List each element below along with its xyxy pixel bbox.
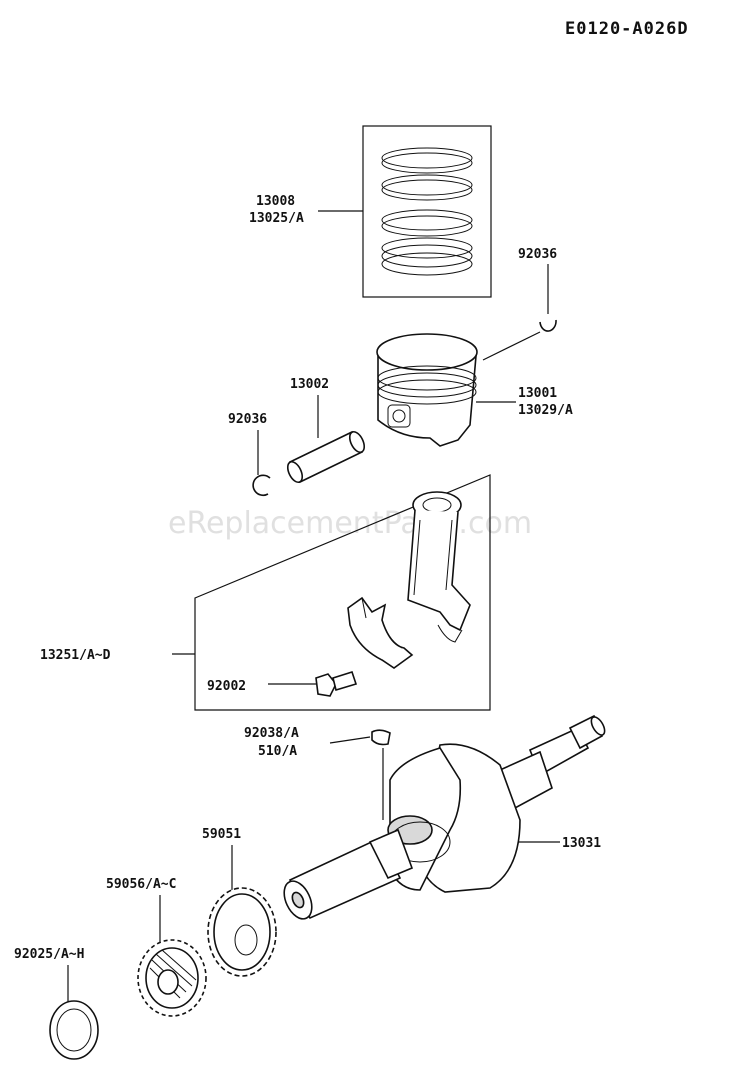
piston-pin[interactable] xyxy=(285,429,367,484)
label-gear-59056: 59056/A~C xyxy=(106,877,176,892)
label-piston-rings-1: 13008 xyxy=(256,194,295,209)
label-shim: 92025/A~H xyxy=(14,947,84,962)
crankshaft[interactable] xyxy=(279,714,608,923)
piston-rings-group[interactable] xyxy=(362,125,492,298)
label-conrod: 13251/A~D xyxy=(40,648,111,663)
conrod-bolt[interactable] xyxy=(315,671,358,697)
circlip-left[interactable] xyxy=(252,474,271,497)
governor-gear[interactable] xyxy=(137,939,207,1017)
label-piston-2: 13029/A xyxy=(518,403,573,418)
watermark: eReplacementParts.com xyxy=(168,506,532,541)
label-piston-rings-2: 13025/A xyxy=(249,211,304,226)
connecting-rod[interactable] xyxy=(395,491,471,643)
label-conrod-bolt: 92002 xyxy=(207,679,246,694)
label-circlip-left: 92036 xyxy=(228,412,267,427)
label-piston-pin: 13002 xyxy=(290,377,329,392)
label-key-1: 92038/A xyxy=(244,726,299,741)
crank-gear[interactable] xyxy=(207,887,277,977)
woodruff-key[interactable] xyxy=(371,729,391,746)
label-key-2: 510/A xyxy=(258,744,297,759)
circlip-top[interactable] xyxy=(539,319,557,332)
shim-washer[interactable] xyxy=(49,1000,99,1060)
label-piston-1: 13001 xyxy=(518,386,557,401)
diagram-code: E0120-A026D xyxy=(565,19,689,39)
label-circlip-top: 92036 xyxy=(518,247,557,262)
label-crankshaft: 13031 xyxy=(562,836,601,851)
rod-cap[interactable] xyxy=(347,596,414,669)
piston-rings-box xyxy=(362,125,492,298)
label-gear-59051: 59051 xyxy=(202,827,241,842)
piston[interactable] xyxy=(376,333,478,447)
